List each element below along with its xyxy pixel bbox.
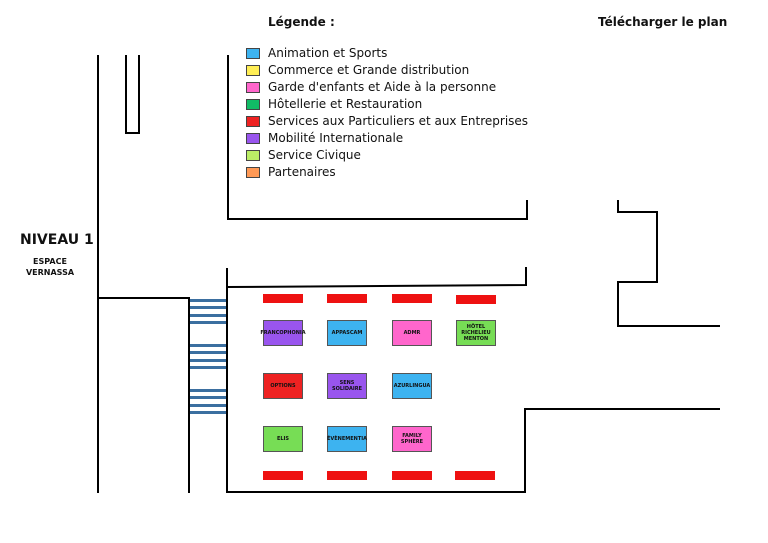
stairs-step: [190, 404, 226, 407]
stand-francophonia[interactable]: FRANCOPHONIA: [260, 320, 306, 346]
table-bar: [456, 295, 496, 304]
table-bar: [327, 294, 367, 303]
table-bar: [263, 471, 303, 480]
space-name-line: ESPACE: [33, 257, 67, 266]
legend-label: Services aux Particuliers et aux Entrepr…: [268, 114, 529, 128]
space-name: ESPACE VERNASSA: [20, 256, 80, 278]
legend-swatch: [246, 48, 260, 59]
legend-swatch: [246, 65, 260, 76]
stand-hotel-richelieu-menton[interactable]: HÔTEL RICHELIEU MENTON: [456, 320, 496, 346]
legend-label: Commerce et Grande distribution: [268, 63, 470, 77]
space-name-line: VERNASSA: [25, 268, 75, 277]
stand-azurlingua[interactable]: AZURLINGUA: [392, 373, 432, 399]
legend-label: Garde d'enfants et Aide à la personne: [268, 80, 497, 94]
table-bar: [263, 294, 303, 303]
stairs-step: [190, 351, 226, 354]
download-plan-link[interactable]: Télécharger le plan: [598, 15, 728, 29]
stand-family-sphere[interactable]: FAMILY SPHÈRE: [392, 426, 432, 452]
legend-label: Partenaires: [268, 165, 336, 179]
legend-swatch: [246, 116, 260, 127]
legend-label: Service Civique: [268, 148, 361, 162]
stairs-step: [190, 299, 226, 302]
table-bar: [392, 471, 432, 480]
legend-label: Hôtellerie et Restauration: [268, 97, 423, 111]
stairs-step: [190, 411, 226, 414]
legend-item-animation-sports: Animation et Sports: [246, 46, 387, 61]
stand-elis[interactable]: ELIS: [263, 426, 303, 452]
legend-item-partenaires: Partenaires: [246, 165, 336, 180]
level-title: NIVEAU 1: [20, 232, 94, 248]
table-bar: [392, 294, 432, 303]
legend-label: Animation et Sports: [268, 46, 388, 60]
legend-swatch: [246, 82, 260, 93]
stairs-step: [190, 396, 226, 399]
stand-options[interactable]: OPTIONS: [263, 373, 303, 399]
legend-swatch: [246, 133, 260, 144]
legend-title: Légende :: [268, 15, 335, 29]
stairs-step: [190, 366, 226, 369]
stairs-step: [190, 321, 226, 324]
legend-item-commerce: Commerce et Grande distribution: [246, 63, 469, 78]
table-bar: [327, 471, 367, 480]
legend-item-services: Services aux Particuliers et aux Entrepr…: [246, 114, 528, 129]
stairs-step: [190, 306, 226, 309]
legend-swatch: [246, 167, 260, 178]
stand-admr[interactable]: ADMR: [392, 320, 432, 346]
stairs-step: [190, 314, 226, 317]
stairs-step: [190, 344, 226, 347]
stairs-step: [190, 359, 226, 362]
legend-item-mobilite: Mobilité Internationale: [246, 131, 403, 146]
stand-sens-solidaire[interactable]: SENS SOLIDAIRE: [327, 373, 367, 399]
legend-item-garde-enfants: Garde d'enfants et Aide à la personne: [246, 80, 496, 95]
stairs-step: [190, 389, 226, 392]
legend-label: Mobilité Internationale: [268, 131, 404, 145]
legend-swatch: [246, 150, 260, 161]
table-bar: [455, 471, 495, 480]
legend-item-service-civique: Service Civique: [246, 148, 361, 163]
stand-evenementia[interactable]: ÉVÈNEMENTIA: [327, 426, 367, 452]
legend-item-hotellerie: Hôtellerie et Restauration: [246, 97, 422, 112]
stand-appascam[interactable]: APPASCAM: [327, 320, 367, 346]
legend-swatch: [246, 99, 260, 110]
